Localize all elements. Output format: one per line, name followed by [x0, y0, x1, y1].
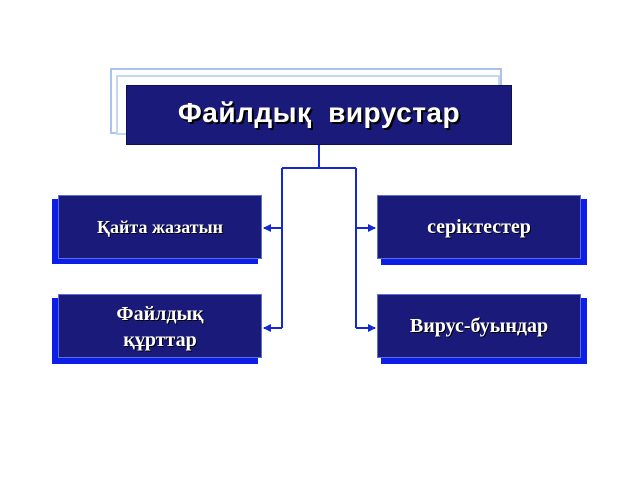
node-label: Қайта жазатын	[96, 217, 224, 237]
node-virus-generations: Вирус-буындар	[377, 294, 581, 358]
title-text: Файлдық вирустар	[177, 97, 461, 128]
node-label: Файлдық құрттар	[116, 303, 204, 351]
node-label: Вирус-буындар	[409, 315, 549, 337]
node-file-worms: Файлдық құрттар	[58, 294, 262, 358]
title-box: Файлдық вирустар	[126, 85, 512, 145]
node-companions: серіктестер	[377, 195, 581, 259]
node-overwriting: Қайта жазатын	[58, 195, 262, 259]
node-label: серіктестер	[427, 216, 531, 238]
